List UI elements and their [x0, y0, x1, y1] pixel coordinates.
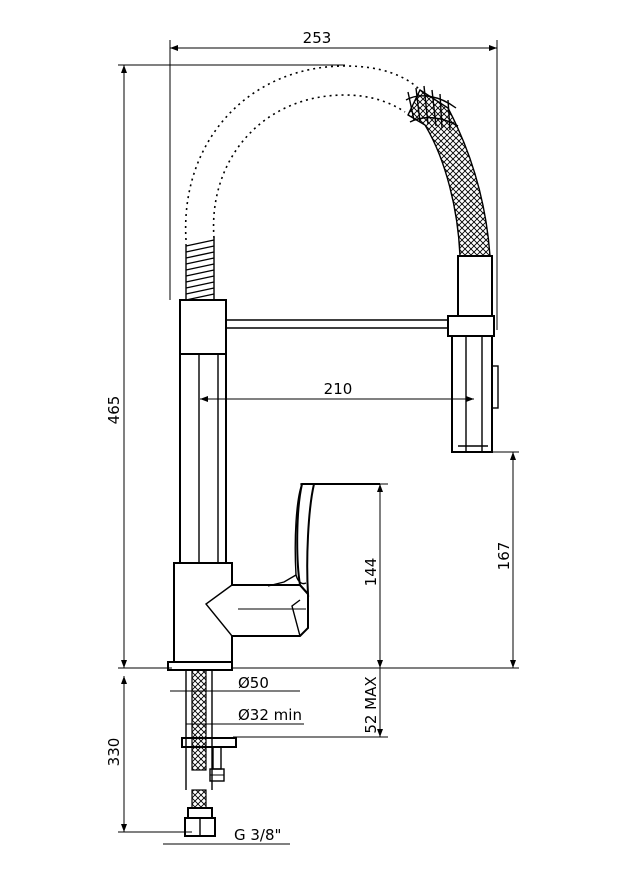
faucet-spray-head: [447, 255, 499, 453]
supply-hose-braided: [185, 669, 213, 790]
dimension-label-base-diameter: Ø50: [238, 674, 269, 692]
hose-fitting: [184, 789, 216, 837]
dimension-overall-width: 253: [169, 29, 498, 330]
dimension-handle-height: 144: [300, 483, 388, 668]
dimension-label-spout-reach: 210: [324, 380, 353, 398]
faucet-braided-hose: [405, 85, 491, 257]
faucet-handle-lever: [267, 483, 380, 637]
dimension-spout-reach: 210: [200, 380, 474, 402]
dimension-below-deck-length: 330: [105, 676, 192, 833]
dimension-overall-height: 465: [105, 64, 345, 669]
faucet-column: [174, 299, 232, 564]
dimension-base-diameter: Ø50: [170, 674, 300, 692]
dimension-label-connection-thread: G 3/8": [234, 826, 281, 844]
dimension-label-handle-height: 144: [362, 558, 380, 587]
dimension-label-outlet-height: 167: [495, 542, 513, 571]
faucet-spring-coil: [185, 238, 215, 301]
dimension-label-deck-thickness: 52 MAX: [362, 676, 380, 733]
dimension-label-overall-width: 253: [303, 29, 332, 47]
dimension-label-hole-diameter: Ø32 min: [238, 706, 302, 724]
faucet-base-plate: [167, 661, 233, 671]
dimension-label-overall-height: 465: [105, 396, 123, 425]
threaded-rod: [209, 746, 225, 782]
mounting-nut: [181, 737, 237, 748]
faucet-arc-hose: [184, 65, 421, 241]
dimension-label-below-deck-length: 330: [105, 738, 123, 767]
faucet-body: [173, 562, 309, 663]
dimension-connection-thread: G 3/8": [163, 826, 290, 845]
dimension-deck-thickness: 52 MAX: [233, 668, 388, 738]
faucet-holder-arm: [226, 319, 448, 329]
